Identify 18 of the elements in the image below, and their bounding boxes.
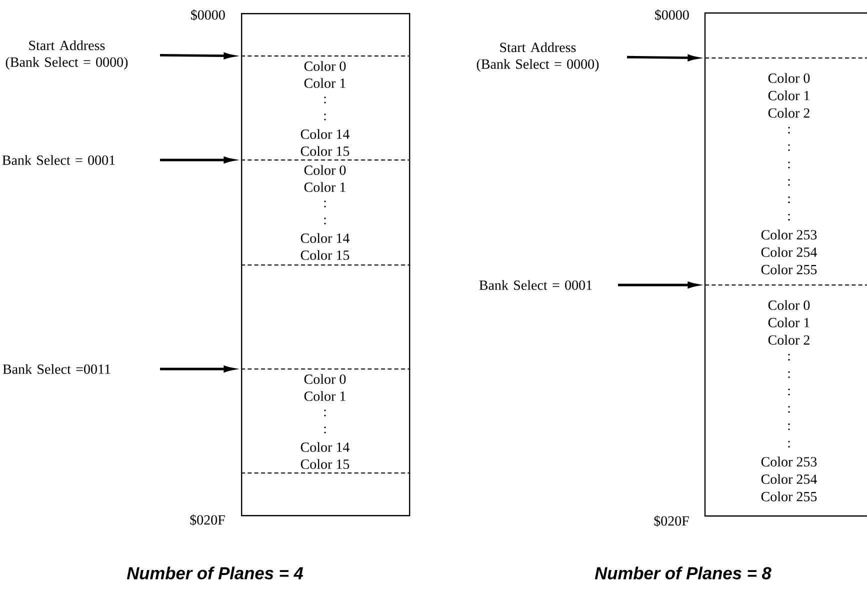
memory-bank-section: Color 0 Color 1 : : Color 14 Color 15 [240, 56, 410, 156]
memory-map-box [704, 12, 867, 517]
address-label: $020F [654, 515, 689, 527]
memory-bank-section: Color 0 Color 1 Color 2 : : : : : : Color 253 Color 254 Color 255 [704, 58, 867, 274]
memory-bank-section: Color 0 Color 1 : : Color 14 Color 15 [240, 160, 410, 266]
address-label: $020F [190, 514, 225, 526]
pointer-label: Start Address (Bank Select = 0000) [6, 40, 128, 70]
caption: Number of Planes = 4 [126, 566, 304, 580]
pointer-label: Bank Select = 0001 [2, 155, 115, 165]
memory-bank-section: Color 0 Color 1 : : Color 14 Color 15 [240, 368, 410, 474]
memory-bank-section: Color 0 Color 1 Color 2 : : : : : : Color 253 Color 254 Color 255 [704, 284, 867, 502]
memory-map-box [241, 13, 410, 516]
pointer-label: Start Address (Bank Select = 0000) [476, 42, 599, 72]
caption: Number of Planes = 8 [594, 566, 772, 580]
pointer-label: Bank Select = 0001 [479, 280, 592, 290]
pointer-label: Bank Select =0011 [2, 364, 110, 374]
address-label: $0000 [191, 9, 225, 21]
address-label: $0000 [655, 9, 689, 21]
